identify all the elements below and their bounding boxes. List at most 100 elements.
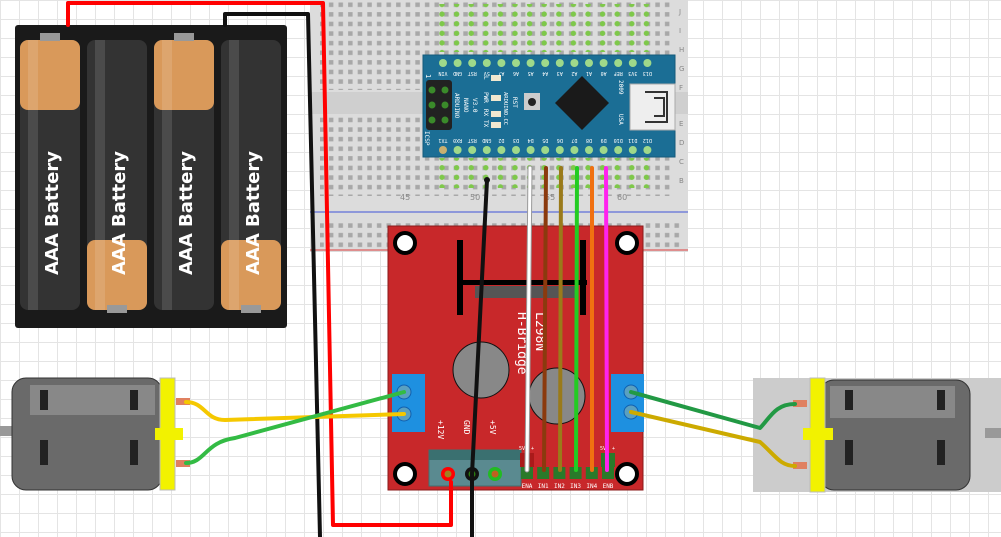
- wire-enb[interactable]: [604, 166, 609, 472]
- pin-header[interactable]: [643, 59, 652, 67]
- bottom-pin-label: D7: [571, 137, 577, 143]
- top-pin-label: A2: [571, 70, 577, 76]
- pin-header[interactable]: [497, 146, 506, 154]
- pin-header[interactable]: [599, 59, 608, 67]
- led-label-pwr: PWR: [482, 92, 489, 103]
- board-name-line: ARDUINO: [453, 93, 460, 119]
- motor-a-terminal[interactable]: [392, 374, 425, 432]
- mounting-hole: [615, 231, 639, 255]
- pin-header[interactable]: [555, 146, 564, 154]
- wire-motor-b-1[interactable]: [629, 390, 797, 430]
- row-letter: E: [679, 120, 683, 128]
- wire-in2[interactable]: [558, 166, 563, 472]
- pin-header[interactable]: [541, 146, 550, 154]
- country-label: USA: [617, 114, 624, 125]
- arduino-nano[interactable]: ARDUINO NANO V3.0 ICSP 1 L PWR RX TX RST…: [422, 54, 676, 158]
- icsp-pin1-label: 1: [424, 74, 432, 78]
- top-pin-label: 3V3: [628, 70, 637, 76]
- pin-header[interactable]: [628, 146, 637, 154]
- pin-header[interactable]: [585, 146, 593, 154]
- row-letter: I: [679, 27, 681, 35]
- pin-header[interactable]: [614, 146, 623, 154]
- control-pin[interactable]: [585, 467, 598, 479]
- pin-header[interactable]: [570, 59, 579, 67]
- row-letter: J: [678, 8, 681, 16]
- board-name-line: NANO: [462, 98, 469, 113]
- board-title: H-Bridge: [514, 312, 529, 375]
- control-pin[interactable]: [537, 467, 550, 479]
- wire-motor-a-1[interactable]: [184, 400, 406, 422]
- pin-header[interactable]: [614, 59, 623, 67]
- row-letter: B: [679, 177, 684, 185]
- pin-header[interactable]: [599, 146, 608, 154]
- battery-label: AAA Battery: [42, 151, 63, 275]
- pin-header[interactable]: [643, 146, 652, 154]
- top-pin-label: A4: [542, 70, 548, 76]
- brand-label: ARDUINO.CC: [502, 92, 508, 125]
- wire-in1[interactable]: [542, 166, 548, 472]
- pin-header[interactable]: [541, 59, 550, 67]
- control-pin-label: IN2: [554, 483, 565, 490]
- bottom-pin-label: RST: [468, 137, 477, 143]
- bottom-pin-label: D6: [557, 137, 563, 143]
- pin-header[interactable]: [468, 59, 477, 67]
- usb-port[interactable]: [629, 83, 676, 131]
- pin-header[interactable]: [482, 59, 491, 67]
- control-pin[interactable]: [521, 467, 533, 479]
- row-letter: D: [679, 139, 684, 147]
- bottom-pin-label: D9: [601, 137, 607, 143]
- capacitor: [452, 341, 510, 399]
- pin-header[interactable]: [512, 59, 520, 67]
- wire-motor-a-2[interactable]: [184, 390, 406, 465]
- column-number: 55: [545, 193, 555, 202]
- pin-header[interactable]: [453, 59, 462, 67]
- motor-b-terminal[interactable]: [611, 374, 644, 432]
- bottom-pin-label: D5: [542, 137, 548, 143]
- pin-header[interactable]: [439, 146, 447, 154]
- pin-header[interactable]: [628, 59, 637, 67]
- top-pin-label: 5V: [484, 70, 490, 76]
- control-pin[interactable]: [569, 467, 582, 479]
- column-number: 50: [470, 193, 480, 202]
- bottom-pin-label: D12: [643, 137, 652, 143]
- mounting-hole: [393, 231, 417, 255]
- pin-header[interactable]: [585, 59, 593, 67]
- board-name-line: V3.0: [471, 98, 478, 113]
- mounting-hole: [393, 462, 417, 486]
- jumper-label: 5V: [519, 446, 525, 452]
- wire-battery-positive[interactable]: [66, 1, 453, 527]
- row-letters: J I H G F E D C B: [678, 8, 684, 185]
- pin-header[interactable]: [439, 59, 447, 67]
- pin-header[interactable]: [468, 146, 477, 154]
- pin-header[interactable]: [526, 146, 535, 154]
- control-pin-label: ENB: [603, 483, 614, 490]
- l298n-hbridge: L298N H-Bridge +12V GND +5V 5V + 5V + EN…: [387, 225, 644, 491]
- battery-cell: AAA Battery: [221, 40, 281, 313]
- pin-header[interactable]: [512, 146, 520, 154]
- column-number: 45: [400, 193, 410, 202]
- pin-header[interactable]: [555, 59, 564, 67]
- wire-ground-arduino[interactable]: [470, 178, 489, 537]
- wire-motor-b-2[interactable]: [629, 410, 797, 468]
- control-pin[interactable]: [553, 467, 566, 479]
- bottom-pin-label: D8: [586, 137, 592, 143]
- wire-battery-ground[interactable]: [223, 12, 322, 537]
- battery-label: AAA Battery: [243, 151, 264, 275]
- bottom-pin-label: GND: [482, 137, 491, 143]
- motor-a: [0, 377, 190, 491]
- pin-header[interactable]: [526, 59, 535, 67]
- jumper-label: +: [612, 446, 615, 452]
- pin-header[interactable]: [570, 146, 579, 154]
- row-letter: H: [679, 46, 684, 54]
- pin-header[interactable]: [482, 146, 491, 154]
- icsp-label: ICSP: [423, 131, 430, 146]
- wire-in3[interactable]: [574, 166, 579, 472]
- wires: [66, 1, 797, 537]
- pin-header[interactable]: [453, 146, 462, 154]
- pin-header[interactable]: [497, 59, 506, 67]
- bottom-pin-label: RX0: [453, 137, 462, 143]
- row-letter: F: [679, 84, 683, 92]
